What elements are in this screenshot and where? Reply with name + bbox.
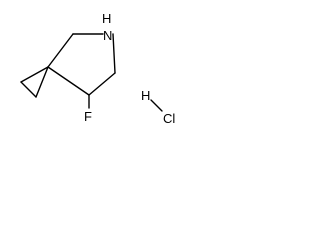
bond-chf-to-spiro [47, 66, 90, 96]
bond-nitrogen-to-ch2-right [112, 33, 116, 74]
bond-ch2-right-to-chf [88, 72, 116, 96]
bond-spiro-to-cyclopropyl-left [20, 66, 49, 83]
bond-spiro-to-ch2-top [47, 33, 74, 68]
chemical-structure: H N F H Cl [20, 11, 175, 126]
atom-label-fluorine: F [84, 109, 92, 124]
bond-cyclopropyl-right-to-spiro [35, 66, 49, 98]
bond-hydrogen-to-chlorine [150, 99, 163, 112]
atom-label-nitrogen: N [103, 28, 112, 43]
atom-label-nitrogen-hydrogen: H [102, 11, 111, 26]
atom-label-salt-chlorine: Cl [163, 111, 175, 126]
bond-cyclopropyl-left-to-right [20, 81, 37, 98]
atom-label-salt-hydrogen: H [141, 88, 150, 103]
